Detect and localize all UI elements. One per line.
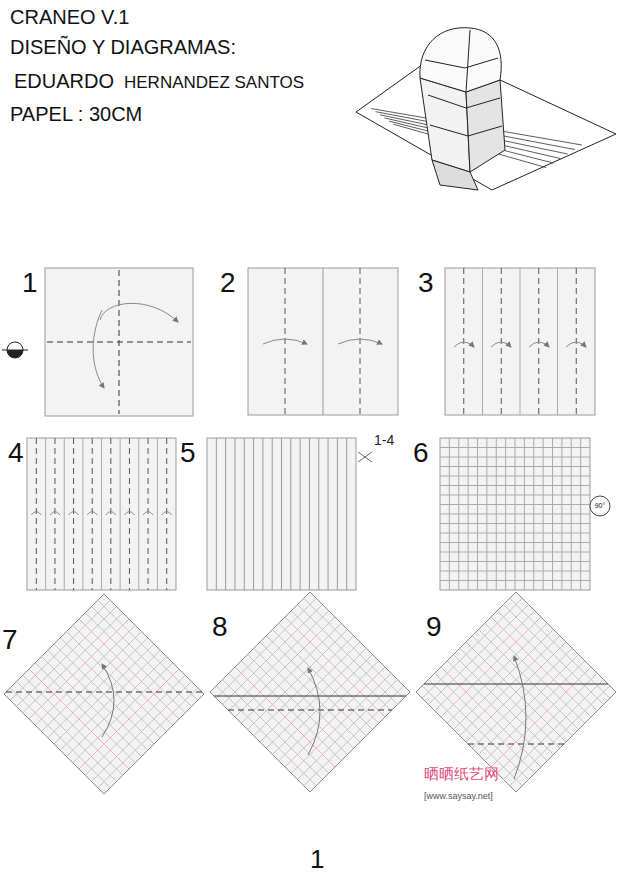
paper-square: [440, 438, 590, 590]
header-text: DISEÑO Y DIAGRAMAS:: [10, 36, 236, 58]
paper-square: [248, 268, 398, 415]
flip-symbol: [2, 342, 28, 358]
header-text: EDUARDO: [14, 70, 114, 92]
annotation: [www.saysay.net]: [424, 792, 493, 802]
page-number: 1: [310, 845, 324, 874]
paper-square: [207, 438, 356, 590]
step-number: 2: [220, 268, 236, 299]
annotation: 晒晒纸艺网: [424, 766, 499, 783]
header-text: PAPEL : 30CM: [10, 103, 142, 125]
step-number: 9: [426, 612, 442, 643]
header-text: HERNANDEZ SANTOS: [124, 74, 304, 93]
annotation: 1-4: [374, 433, 394, 448]
step-number: 4: [8, 438, 24, 469]
diamond-paper: [210, 592, 410, 792]
step-number: 6: [413, 438, 429, 469]
step-number: 5: [180, 438, 196, 469]
title: CRANEO V.1: [10, 6, 129, 28]
annotation: 90°: [595, 502, 606, 510]
step-number: 3: [418, 268, 434, 299]
leader-line: [358, 452, 372, 462]
paper-square: [45, 268, 193, 416]
paper-square: [27, 438, 176, 590]
step-number: 7: [2, 625, 18, 656]
rotate-symbol: [590, 496, 610, 516]
diamond-paper: [4, 594, 204, 794]
step-number: 8: [212, 612, 228, 643]
skull-model: [356, 28, 616, 190]
paper-square: [445, 268, 595, 415]
diamond-paper: [416, 592, 616, 792]
step-number: 1: [22, 268, 38, 299]
